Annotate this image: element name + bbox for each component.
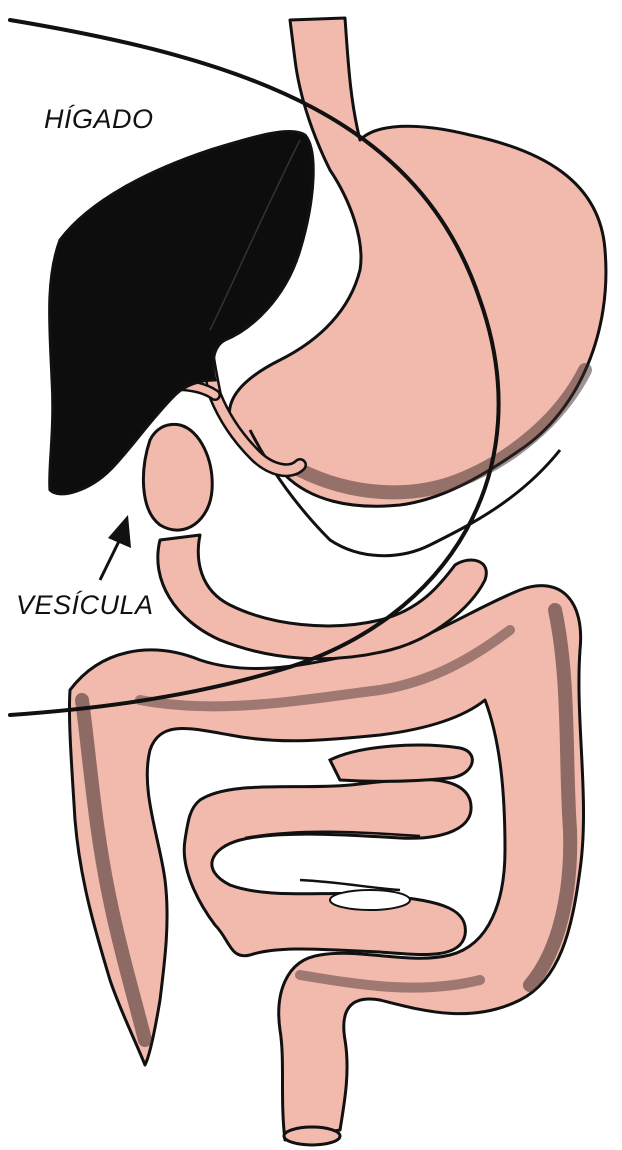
- rectum-opening: [284, 1127, 340, 1145]
- gallbladder-shape: [143, 424, 212, 530]
- small-intestine-upper-loop: [330, 745, 472, 781]
- small-intestine-loops: [184, 779, 471, 955]
- colon-shape: [69, 586, 583, 1140]
- gallbladder-arrow: [100, 515, 131, 580]
- small-intestine-gap: [330, 890, 410, 910]
- small-intestine: [184, 745, 472, 956]
- liver-label: HÍGADO: [44, 104, 154, 135]
- gallbladder-label: VESÍCULA: [16, 590, 154, 621]
- gallbladder: [143, 424, 212, 530]
- small-intestine-fold-2: [300, 880, 400, 890]
- colon: [69, 586, 583, 1145]
